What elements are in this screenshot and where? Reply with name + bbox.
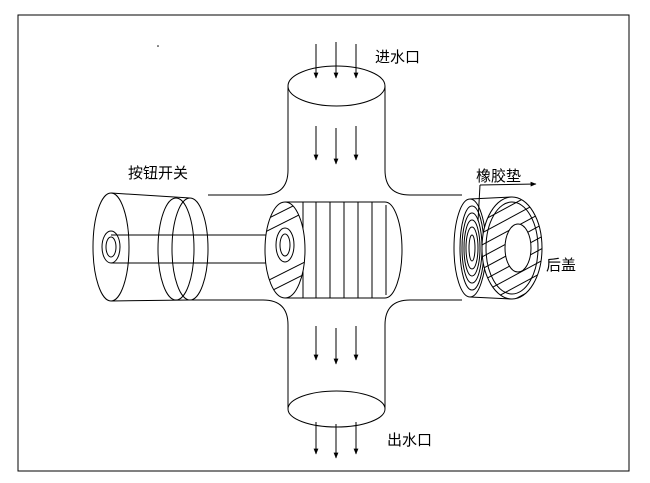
outlet-label: 出水口 <box>387 431 432 449</box>
pipe-body <box>190 86 462 409</box>
stray-dot <box>157 45 159 47</box>
button-switch-cylinder <box>92 192 209 302</box>
outlet-flow-arrows <box>313 422 359 459</box>
lower-pipe-flow-arrows <box>313 326 359 365</box>
gasket-leader-line <box>477 184 481 222</box>
button-switch-label: 按钮开关 <box>128 164 188 182</box>
valve-plunger <box>264 201 403 299</box>
gasket-leader-arrow <box>479 181 537 187</box>
back-cover <box>481 196 543 300</box>
switch-rod <box>111 234 285 264</box>
outlet-pipe-bottom-back <box>287 390 386 410</box>
drawing-frame <box>17 14 630 472</box>
inlet-label: 进水口 <box>375 48 420 66</box>
inlet-flow-arrows <box>313 42 359 79</box>
back-cover-label: 后盖 <box>546 256 576 274</box>
upper-pipe-flow-arrows <box>313 126 359 165</box>
rubber-gasket-label: 橡胶垫 <box>476 167 521 185</box>
